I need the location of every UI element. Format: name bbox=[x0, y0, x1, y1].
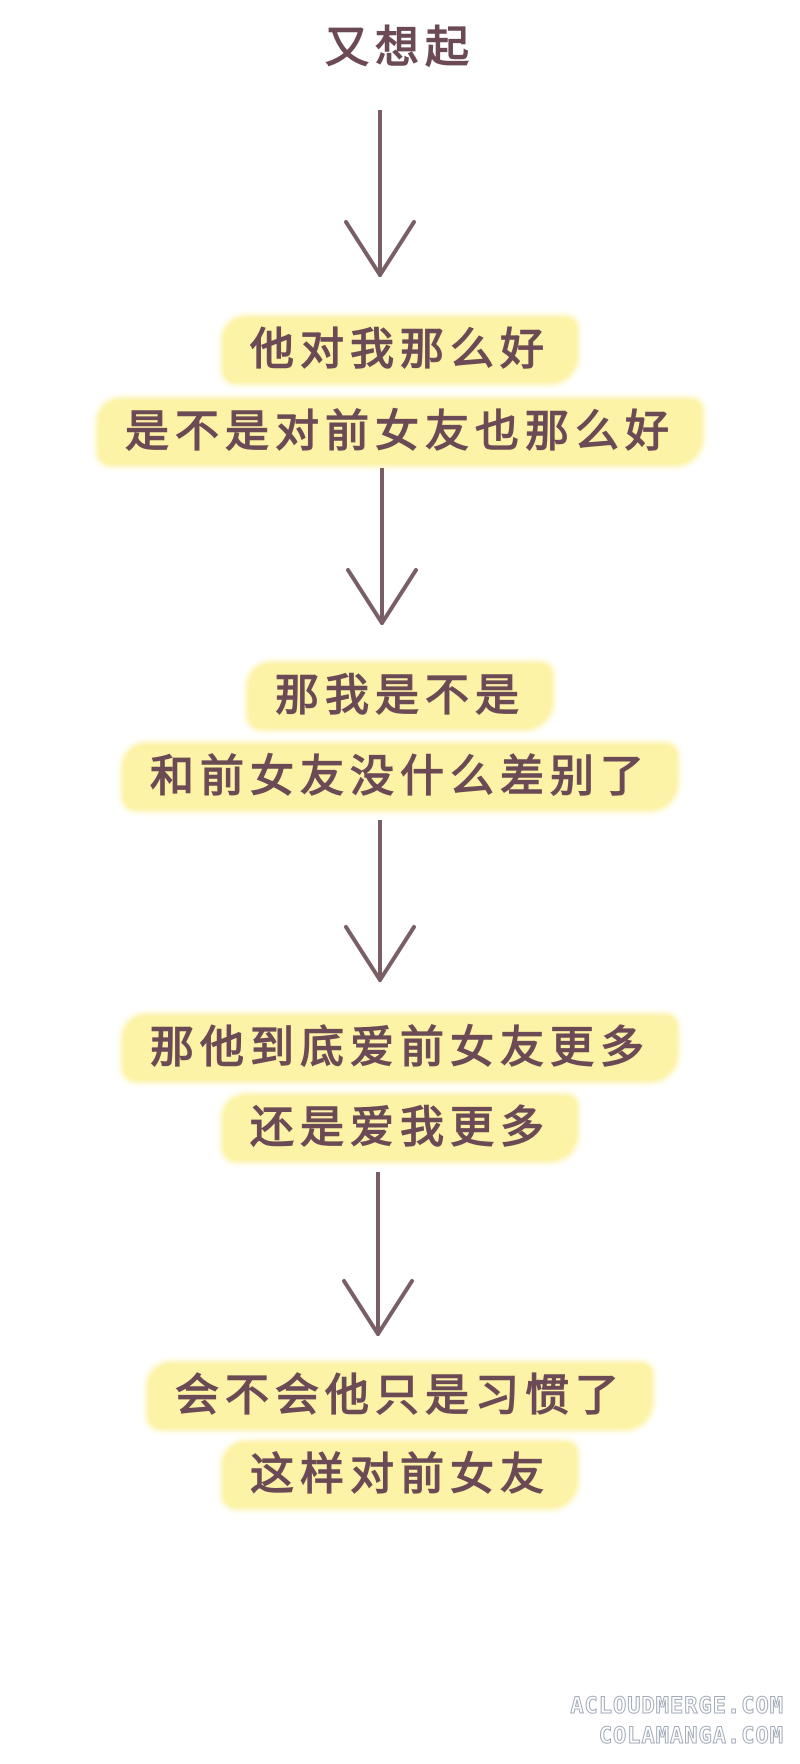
step-2-line-1-text: 那我是不是 bbox=[249, 664, 551, 728]
step-4-line-2-text: 这样对前女友 bbox=[224, 1443, 576, 1507]
step-1-line-1-text: 他对我那么好 bbox=[224, 318, 576, 382]
step-1-line-1: 他对我那么好 bbox=[0, 318, 800, 382]
step-3-line-2: 还是爱我更多 bbox=[0, 1096, 800, 1160]
down-arrow-icon bbox=[344, 820, 416, 982]
down-arrow-icon bbox=[342, 1172, 414, 1336]
watermark-colamanga: COLAMANGA.COM bbox=[598, 1724, 784, 1750]
step-4-line-1-text: 会不会他只是习惯了 bbox=[149, 1364, 651, 1428]
heading-text: 又想起 bbox=[325, 22, 475, 73]
step-3-line-1-text: 那他到底爱前女友更多 bbox=[124, 1016, 676, 1080]
step-4-line-1: 会不会他只是习惯了 bbox=[0, 1364, 800, 1428]
heading: 又想起 bbox=[0, 18, 800, 78]
step-2-line-2-text: 和前女友没什么差别了 bbox=[124, 745, 676, 809]
step-1-line-2: 是不是对前女友也那么好 bbox=[0, 400, 800, 464]
step-3-line-1: 那他到底爱前女友更多 bbox=[0, 1016, 800, 1080]
step-2-line-2: 和前女友没什么差别了 bbox=[0, 745, 800, 809]
down-arrow-icon bbox=[346, 468, 418, 625]
step-1-line-2-text: 是不是对前女友也那么好 bbox=[99, 400, 701, 464]
down-arrow-icon bbox=[344, 110, 416, 277]
watermark-acloudmerge: ACLOUDMERGE.COM bbox=[570, 1694, 784, 1720]
step-2-line-1: 那我是不是 bbox=[0, 664, 800, 728]
step-4-line-2: 这样对前女友 bbox=[0, 1443, 800, 1507]
step-3-line-2-text: 还是爱我更多 bbox=[224, 1096, 576, 1160]
